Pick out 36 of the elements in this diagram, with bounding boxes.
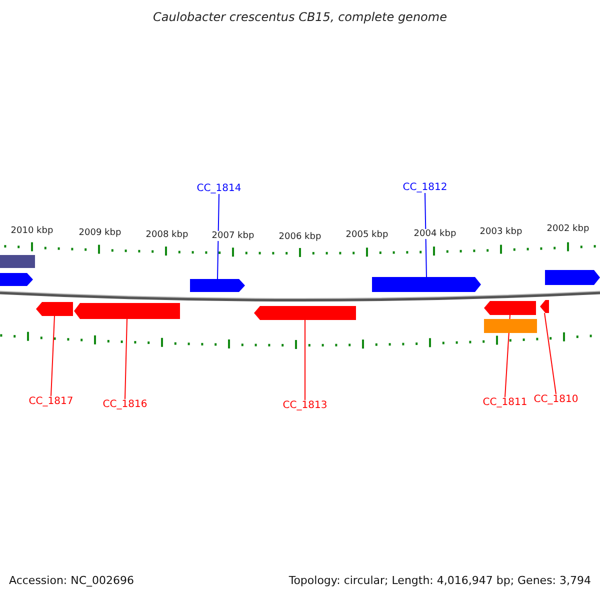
footer-text: Topology: circular; Length: 4,016,947 bp; Genes: 3,794 [288,574,591,587]
scale-label: 2003 kbp [480,227,522,237]
gene-feature [190,279,245,292]
scale-label: 2005 kbp [346,230,388,240]
gene-feature [372,277,481,292]
scale-label: 2010 kbp [10,226,54,236]
gene-feature [36,302,73,316]
leader-line [544,312,556,394]
gene-feature [0,255,35,268]
gene-label: CC_1812 [402,182,448,193]
gene-label: CC_1811 [482,397,528,408]
scale-label: 2009 kbp [78,228,122,238]
footer-text: Accession: NC_002696 [9,574,134,587]
gene-label: CC_1816 [102,399,148,410]
leader-line [424,192,427,278]
gene-feature [484,301,536,315]
scale-label: 2002 kbp [546,224,590,234]
gene-feature [540,300,549,313]
gene-feature [254,306,356,320]
leader-line [124,318,128,400]
gene-label: CC_1813 [282,400,328,411]
title: Caulobacter crescentus CB15, complete genome [152,10,448,24]
gene-feature [484,319,537,333]
gene-label: CC_1810 [534,394,578,405]
gene-label: CC_1814 [196,183,242,194]
scale-label: 2008 kbp [146,230,188,240]
leader-line [304,320,306,400]
leader-line [217,194,220,280]
leader-line [50,316,55,396]
leader-line [504,314,510,398]
gene-label: CC_1817 [28,396,74,407]
gene-feature [0,273,33,286]
scale-label: 2004 kbp [414,229,456,239]
scale-label: 2006 kbp [278,232,322,242]
gene-feature [545,270,600,285]
scale-label: 2007 kbp [212,231,254,241]
